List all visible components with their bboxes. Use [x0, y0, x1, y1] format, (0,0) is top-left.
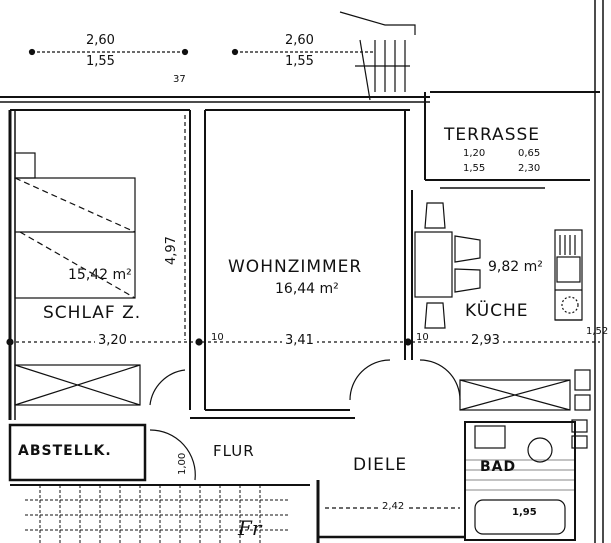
schlafzimmer-width: 3,20 — [95, 334, 130, 347]
room-label-kueche: KÜCHE — [465, 301, 529, 321]
terrasse-dim-upper-2: 0,65 — [518, 148, 541, 159]
kueche-side-dim: 1,52 — [586, 326, 609, 337]
room-label-terrasse: TERRASSE — [444, 125, 541, 145]
kueche-width: 2,93 — [468, 334, 503, 347]
room-label-diele: DIELE — [353, 455, 408, 475]
diele-width: 2,42 — [380, 501, 407, 512]
room-label-wohnzimmer: WOHNZIMMER — [228, 257, 363, 277]
wohnzimmer-area: 16,44 m² — [275, 281, 339, 297]
schlafzimmer-depth: 4,97 — [164, 236, 179, 265]
room-label-flur: FLUR — [213, 442, 255, 460]
room-label-bad: BAD — [480, 459, 517, 475]
wohnzimmer-width: 3,41 — [282, 334, 317, 347]
flur-door-dim: 1,00 — [177, 452, 188, 475]
top-dim-2-upper: 2,60 — [285, 33, 314, 48]
terrasse-dim-lower-2: 2,30 — [518, 163, 541, 174]
room-label-abstellkammer: ABSTELLK. — [18, 443, 112, 459]
terrasse-dim-upper-1: 1,20 — [463, 148, 486, 159]
top-dim-2-lower: 1,55 — [285, 54, 314, 69]
wohnzimmer-wall-mark: 10 — [211, 332, 224, 343]
schlafzimmer-area: 15,42 m² — [68, 267, 132, 283]
kueche-wall-mark: 10 — [416, 332, 429, 343]
top-dim-1-upper: 2,60 — [86, 33, 115, 48]
wall-mark-top: 37 — [173, 74, 186, 85]
bad-width: 1,95 — [512, 507, 537, 518]
terrasse-dim-lower-1: 1,55 — [463, 163, 486, 174]
top-dim-1-lower: 1,55 — [86, 54, 115, 69]
stair-mark: Fr — [238, 516, 262, 540]
kueche-area: 9,82 m² — [488, 259, 543, 275]
room-label-schlafzimmer: SCHLAF Z. — [43, 303, 142, 323]
